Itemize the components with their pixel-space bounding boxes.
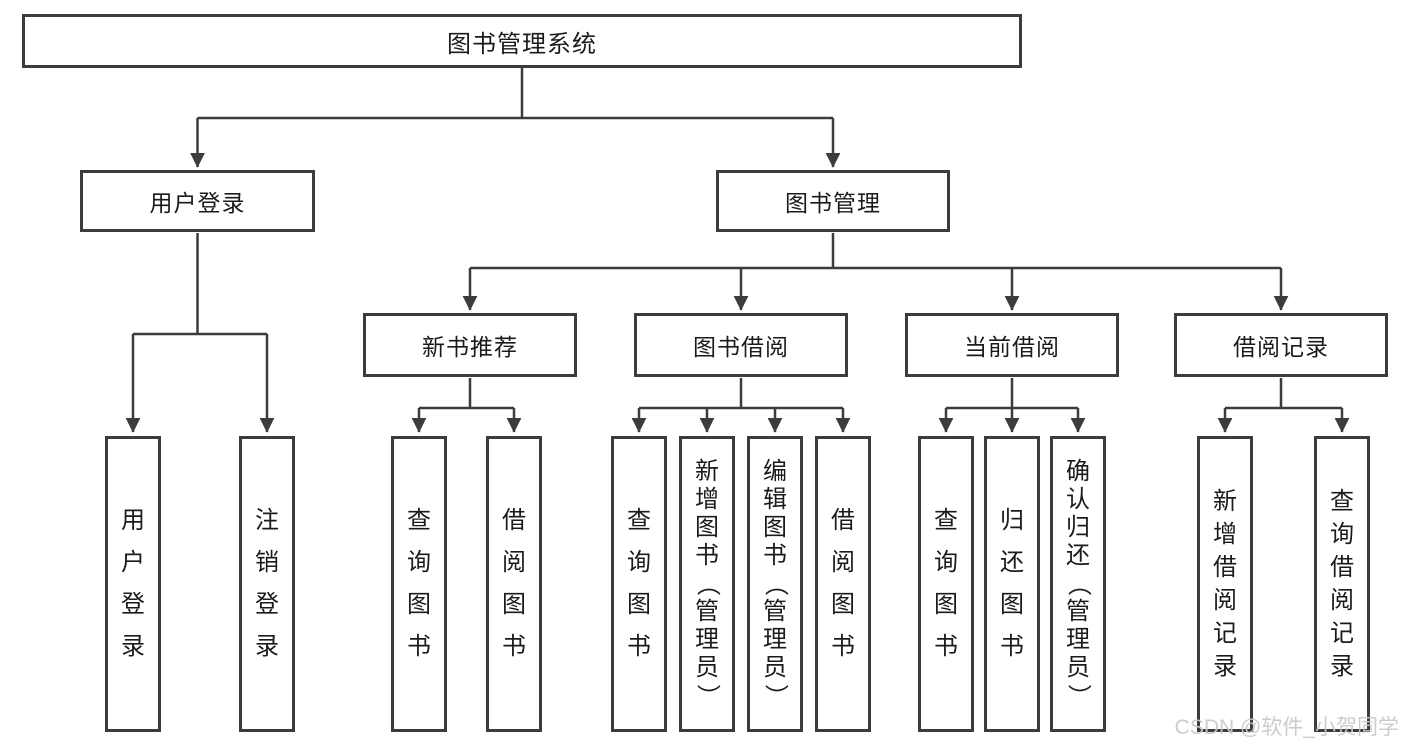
leaf-borrow-books-recommend: 借阅图书 bbox=[486, 436, 542, 732]
node-book-borrowing: 图书借阅 bbox=[634, 313, 848, 377]
node-user-login: 用户登录 bbox=[80, 170, 315, 232]
node-current-borrowing: 当前借阅 bbox=[905, 313, 1119, 377]
leaf-return-books: 归还图书 bbox=[984, 436, 1040, 732]
leaf-query-books-current: 查询图书 bbox=[918, 436, 974, 732]
node-library-management-system: 图书管理系统 bbox=[22, 14, 1022, 68]
node-new-book-recommend: 新书推荐 bbox=[363, 313, 577, 377]
leaf-query-books-recommend: 查询图书 bbox=[391, 436, 447, 732]
leaf-edit-books-admin: 编辑图书（管理员） bbox=[747, 436, 803, 732]
csdn-watermark: CSDN @软件_小贺同学 bbox=[1174, 716, 1399, 739]
node-book-management: 图书管理 bbox=[716, 170, 950, 232]
leaf-confirm-return-admin: 确认归还（管理员） bbox=[1050, 436, 1106, 732]
leaf-logout: 注销登录 bbox=[239, 436, 295, 732]
leaf-user-login: 用户登录 bbox=[105, 436, 161, 732]
leaf-query-borrow-record: 查询借阅记录 bbox=[1314, 436, 1370, 732]
leaf-add-borrow-record: 新增借阅记录 bbox=[1197, 436, 1253, 732]
leaf-borrow-books: 借阅图书 bbox=[815, 436, 871, 732]
node-borrowing-records: 借阅记录 bbox=[1174, 313, 1388, 377]
leaf-add-books-admin: 新增图书（管理员） bbox=[679, 436, 735, 732]
leaf-query-books-borrowing: 查询图书 bbox=[611, 436, 667, 732]
